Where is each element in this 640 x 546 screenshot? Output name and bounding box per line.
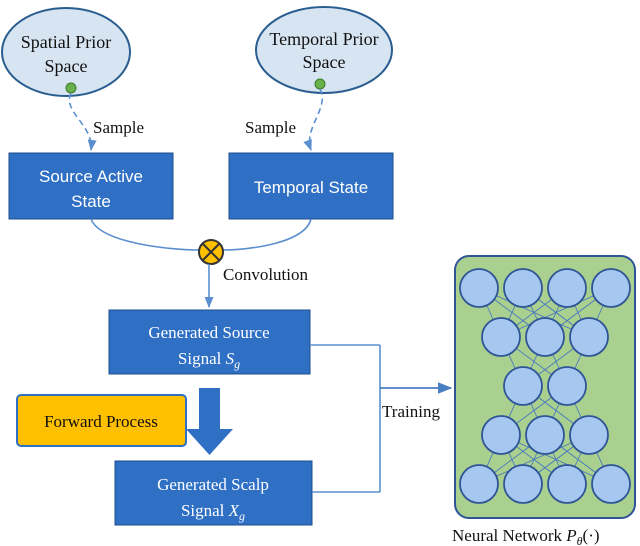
neural-network-connection: [500, 287, 612, 338]
neural-network-node: [591, 268, 631, 308]
neural-network-connection: [478, 434, 590, 485]
neural-network-node: [525, 317, 565, 357]
neural-network-node: [503, 268, 543, 308]
generated-source-signal-line2: Signal Sg: [178, 349, 240, 371]
neural-network-node: [459, 464, 499, 504]
convolution-operator-cross-b: [201, 242, 221, 262]
temporal-prior-label-line1: Temporal Prior: [269, 29, 378, 49]
generated-scalp-signal-line1: Generated Scalp: [157, 475, 269, 494]
sample-arrow-right: [303, 88, 323, 152]
neural-network-node: [503, 366, 543, 406]
sample-label-right: Sample: [245, 118, 296, 137]
neural-network-node: [591, 464, 631, 504]
generated-source-signal-box: [108, 309, 311, 375]
forward-process-box: [16, 394, 187, 447]
neural-network-node: [481, 415, 521, 455]
generated-source-signal-line1: Generated Source: [148, 323, 269, 342]
neural-network-node: [525, 415, 565, 455]
forward-process-label: Forward Process: [44, 412, 158, 431]
training-label: Training: [382, 402, 440, 421]
neural-network-node: [547, 464, 587, 504]
neural-network-node: [503, 464, 543, 504]
spatial-prior-ellipse: [1, 7, 131, 97]
source-active-state-line1: Source Active: [39, 167, 143, 186]
generated-scalp-signal-line2: Signal Xg: [181, 501, 245, 523]
source-active-state-box: [8, 152, 174, 220]
spatial-prior-label-line1: Spatial Prior: [21, 32, 112, 52]
temporal-prior-label-line2: Space: [303, 52, 346, 72]
temporal-sample-dot: [314, 78, 326, 90]
temporal-state-label: Temporal State: [254, 178, 368, 197]
neural-network-node: [547, 366, 587, 406]
neural-network-nodes: [459, 268, 631, 504]
sample-arrow-left: [68, 92, 97, 152]
temporal-state-box: [228, 152, 394, 220]
neural-network-node: [481, 317, 521, 357]
source-active-state-line2: State: [71, 192, 111, 211]
forward-process-arrow-icon: [186, 388, 233, 455]
convolution-label: Convolution: [223, 265, 309, 284]
temporal-to-convolution-curve: [221, 218, 312, 251]
spatial-prior-label-line2: Space: [45, 56, 88, 76]
neural-network-node: [569, 415, 609, 455]
neural-network-node: [459, 268, 499, 308]
temporal-prior-ellipse: [255, 6, 393, 94]
neural-network-caption: Neural Network Pθ(·): [452, 526, 600, 546]
spatial-sample-dot: [65, 82, 77, 94]
generated-scalp-signal-box: [114, 460, 313, 526]
neural-network-node: [569, 317, 609, 357]
sample-label-left: Sample: [93, 118, 144, 137]
source-to-convolution-curve: [90, 218, 201, 251]
neural-network-node: [547, 268, 587, 308]
